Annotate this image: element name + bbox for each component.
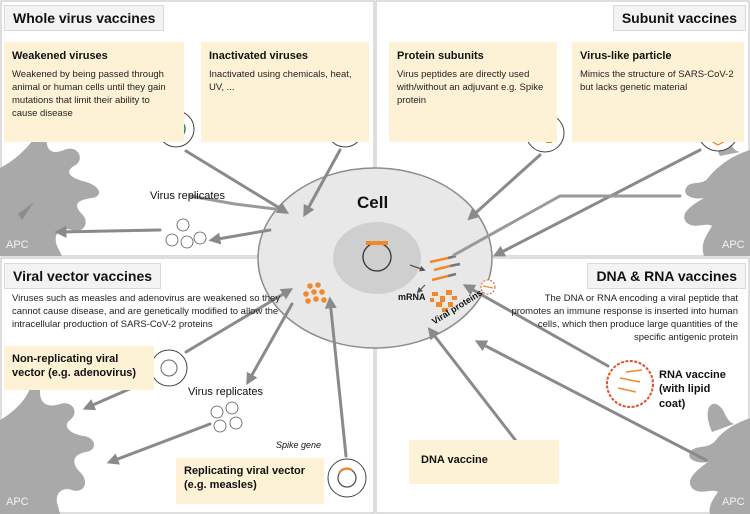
- inactivated-virus-title: Inactivated viruses: [209, 50, 309, 62]
- section-title-vector: Viral vector vaccines: [4, 263, 162, 289]
- non-replicating-vector-label: Non-replicating viral vector (e.g. adeno…: [12, 353, 137, 380]
- protein-subunit-title: Protein subunits: [397, 50, 484, 62]
- weakened-virus-title: Weakened viruses: [12, 50, 108, 62]
- spike-gene-label: Spike gene: [276, 440, 322, 450]
- weakened-virus-text: Weakened by being passed through animal …: [12, 69, 166, 120]
- apc-label-br: APC: [722, 496, 745, 508]
- protein-subunit-text: Virus peptides are directly used with/wi…: [397, 69, 544, 107]
- nucleus: [333, 222, 421, 294]
- weakened-virus-panel: Weakened viruses Weakened by being passe…: [4, 42, 184, 142]
- non-replicating-vector-panel: Non-replicating viral vector (e.g. adeno…: [4, 346, 154, 390]
- section-title-whole: Whole virus vaccines: [4, 5, 165, 31]
- section-title-subunit: Subunit vaccines: [612, 5, 746, 31]
- non-replicating-vector-icon: [150, 349, 188, 387]
- mrna-label: mRNA: [398, 292, 426, 302]
- virus-replicates-label-bottom: Virus replicates: [188, 386, 263, 398]
- arrow-nucleus-to-mrna: [409, 264, 426, 272]
- vlp-title: Virus-like particle: [580, 50, 672, 62]
- apc-cell-tl: [0, 126, 100, 256]
- vector-description: Viruses such as measles and adenovirus a…: [12, 293, 281, 331]
- apc-label-tl: APC: [6, 239, 29, 251]
- arrow-mrna-to-protein: [416, 284, 426, 294]
- nucleic-description: The DNA or RNA encoding a viral peptide …: [511, 293, 738, 344]
- cell-title: Cell: [357, 193, 389, 212]
- protein-subunit-panel: Protein subunits Virus peptides are dire…: [389, 42, 557, 142]
- rna-vaccine-label: RNA vaccine (with lipid coat): [659, 369, 726, 410]
- inactivated-virus-panel: Inactivated viruses Inactivated using ch…: [201, 42, 369, 142]
- apc-label-tr: APC: [722, 239, 745, 251]
- apc-cell-br: [689, 403, 750, 514]
- pathway-arrows: [54, 148, 708, 465]
- rna-vaccine-icon: [606, 360, 654, 408]
- replicating-vector-label: Replicating viral vector (e.g. measles): [184, 465, 306, 492]
- replicated-viruses-top: [165, 218, 207, 249]
- rna-vaccine-panel: RNA vaccine (with lipid coat): [581, 362, 741, 410]
- dna-vaccine-label: DNA vaccine: [421, 454, 488, 466]
- vlp-panel: Virus-like particle Mimics the structure…: [572, 42, 744, 142]
- viral-protein-cluster: [430, 290, 457, 312]
- section-title-nucleic: DNA & RNA vaccines: [587, 263, 746, 289]
- replicated-viruses-bottom: [210, 401, 243, 433]
- gene-segment: [366, 241, 388, 245]
- apc-cell-bl: [0, 382, 95, 514]
- dna-vaccine-panel: DNA vaccine: [409, 440, 559, 484]
- apc-label-bl: APC: [6, 496, 29, 508]
- inactivated-virus-text: Inactivated using chemicals, heat, UV, .…: [209, 69, 352, 94]
- lipid-vesicle-small: [480, 279, 496, 295]
- vlp-text: Mimics the structure of SARS-CoV-2 but l…: [580, 69, 734, 94]
- virus-replicates-label-top: Virus replicates: [150, 190, 225, 202]
- replicating-vector-panel: Replicating viral vector (e.g. measles): [176, 458, 324, 504]
- replicating-vector-icon: [327, 458, 367, 498]
- orange-cluster-vector: [303, 282, 327, 304]
